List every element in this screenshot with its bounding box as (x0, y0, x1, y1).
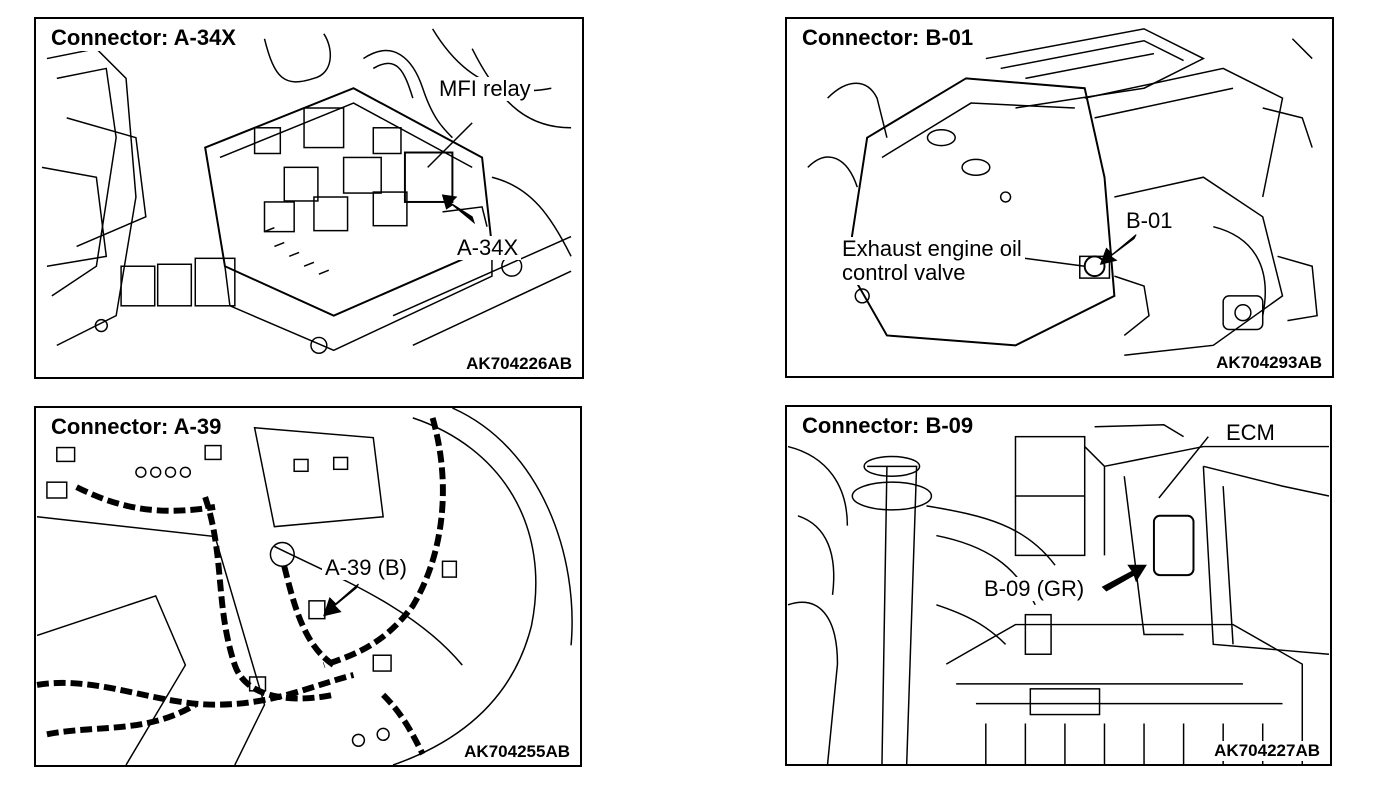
callout-b01: B-01 (1123, 209, 1176, 233)
panel-connector-b01: Connector: B-01 B-01 Exhaust engine oil … (785, 17, 1334, 378)
figure-code: AK704226AB (464, 354, 574, 374)
callout-a39b: A-39 (B) (322, 556, 410, 580)
figure-code: AK704293AB (1214, 353, 1324, 373)
callout-a34x: A-34X (454, 236, 522, 260)
figure-code: AK704255AB (462, 742, 572, 762)
panel-connector-a39: Connector: A-39 A-39 (B) AK704255AB (34, 406, 582, 767)
callout-mfi-relay: MFI relay (436, 77, 534, 101)
harness-illustration (36, 408, 573, 765)
callout-b09gr: B-09 (GR) (981, 577, 1088, 601)
panel-connector-b09: Connector: B-09 ECM B-09 (GR) AK704227AB (785, 405, 1332, 766)
panel-title: Connector: A-34X (48, 25, 239, 51)
panel-title: Connector: B-09 (799, 413, 977, 439)
engine-bay-illustration (41, 28, 572, 355)
callout-exhaust-oil-control-valve: Exhaust engine oil control valve (839, 237, 1025, 285)
panel-title: Connector: B-01 (799, 25, 977, 51)
callout-ecm: ECM (1223, 421, 1278, 445)
figure-code: AK704227AB (1212, 741, 1322, 761)
panel-title: Connector: A-39 (48, 414, 225, 440)
panel-connector-a34x: Connector: A-34X MFI relay A-34X AK70422… (34, 17, 584, 379)
engine-head-illustration (807, 28, 1318, 356)
